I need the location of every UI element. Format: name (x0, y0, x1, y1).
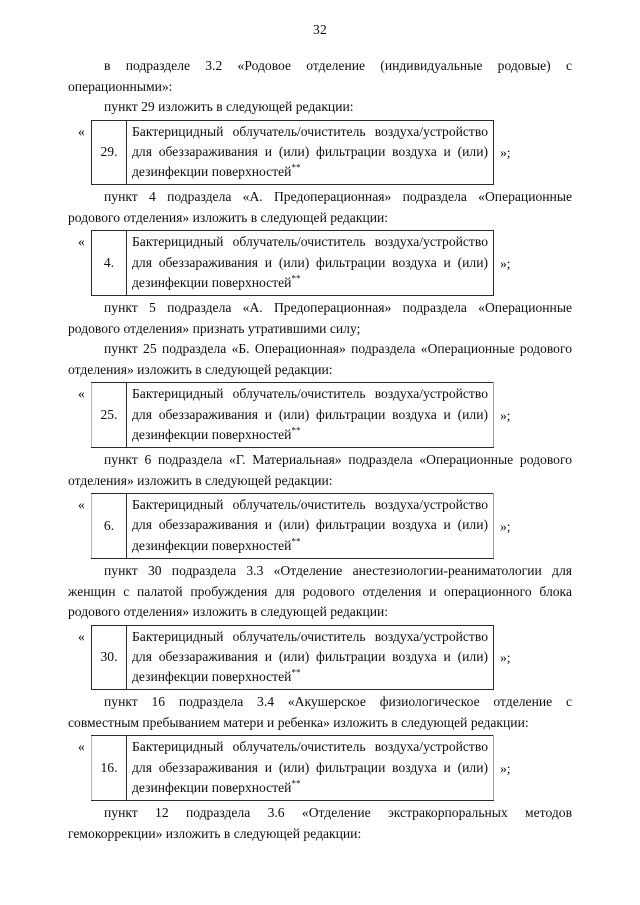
quote-open-mark: « (78, 234, 85, 250)
footnote-marker: ** (291, 667, 301, 678)
equipment-table-30: 30. Бактерицидный облучатель/очиститель … (91, 624, 494, 691)
item-number: 6. (103, 517, 115, 533)
quote-open-mark: « (78, 386, 85, 402)
equipment-table-6: 6. Бактерицидный облучатель/очиститель в… (91, 493, 494, 560)
equipment-table-4: 4. Бактерицидный облучатель/очиститель в… (91, 230, 494, 297)
table-row: 6. Бактерицидный облучатель/очиститель в… (91, 493, 494, 560)
footnote-marker: ** (291, 536, 301, 547)
quote-open-mark: « (78, 739, 85, 755)
quote-close-mark: »; (500, 761, 511, 777)
item-number: 30. (100, 649, 118, 665)
paragraph-lead-25: пункт 25 подраздела «Б. Операционная» по… (68, 341, 572, 377)
item-description-cell: Бактерицидный облучатель/очиститель возд… (126, 119, 494, 186)
item-number: 25. (100, 407, 118, 423)
paragraph-note-5: пункт 5 подраздела «А. Предоперационная»… (68, 300, 572, 336)
quote-open-mark: « (78, 497, 85, 513)
item-block-30: « 30. Бактерицидный облучатель/очистител… (68, 624, 572, 691)
quote-close-mark: »; (500, 145, 511, 161)
equipment-description: Бактерицидный облучатель/очиститель возд… (132, 123, 488, 180)
item-description-cell: Бактерицидный облучатель/очиститель возд… (126, 382, 494, 449)
paragraph-lead-16: пункт 16 подраздела 3.4 «Акушерское физи… (68, 694, 572, 730)
item-number-cell: 6. (91, 493, 127, 560)
quote-close-mark: »; (500, 408, 511, 424)
item-block-6: « 6. Бактерицидный облучатель/очиститель… (68, 493, 572, 560)
item-number-cell: 4. (91, 230, 127, 297)
item-description-cell: Бактерицидный облучатель/очиститель возд… (126, 493, 494, 560)
quote-close-mark: »; (500, 256, 511, 272)
paragraph-lead-30: пункт 30 подраздела 3.3 «Отделение анест… (68, 563, 572, 620)
item-number-cell: 30. (91, 624, 127, 691)
item-description-cell: Бактерицидный облучатель/очиститель возд… (126, 230, 494, 297)
paragraph-lead-4: пункт 4 подраздела «А. Предоперационная»… (68, 189, 572, 225)
equipment-description: Бактерицидный облучатель/очиститель возд… (132, 628, 488, 685)
quote-close-mark: »; (500, 518, 511, 534)
footnote-marker: ** (291, 425, 301, 436)
equipment-description: Бактерицидный облучатель/очиститель возд… (132, 234, 488, 290)
item-block-25: « 25. Бактерицидный облучатель/очистител… (68, 382, 572, 449)
page-number: 32 (312, 22, 328, 37)
item-number: 29. (100, 144, 118, 160)
equipment-description: Бактерицидный облучатель/очиститель возд… (132, 497, 488, 553)
quote-open-mark: « (78, 628, 85, 644)
table-row: 16. Бактерицидный облучатель/очиститель … (91, 735, 494, 802)
paragraph-lead-29: пункт 29 изложить в следующей редакции: (104, 99, 354, 114)
item-block-29: « 29. Бактерицидный облучатель/очистител… (68, 119, 572, 186)
equipment-table-25: 25. Бактерицидный облучатель/очиститель … (91, 382, 494, 449)
table-row: 29. Бактерицидный облучатель/очиститель … (91, 119, 494, 186)
paragraph-lead-6: пункт 6 подраздела «Г. Материальная» под… (68, 452, 572, 488)
item-number: 4. (103, 255, 115, 271)
item-block-16: « 16. Бактерицидный облучатель/очистител… (68, 735, 572, 802)
equipment-table-16: 16. Бактерицидный облучатель/очиститель … (91, 735, 494, 802)
paragraph-lead-12: пункт 12 подраздела 3.6 «Отделение экстр… (68, 805, 572, 841)
paragraph-intro: в подразделе 3.2 «Родовое отделение (инд… (68, 58, 572, 94)
item-number-cell: 16. (91, 735, 127, 802)
table-row: 30. Бактерицидный облучатель/очиститель … (91, 624, 494, 691)
equipment-table-29: 29. Бактерицидный облучатель/очиститель … (91, 119, 494, 186)
quote-open-mark: « (78, 123, 85, 139)
equipment-description: Бактерицидный облучатель/очиститель возд… (132, 386, 488, 442)
quote-close-mark: »; (500, 650, 511, 666)
item-number-cell: 25. (91, 382, 127, 449)
table-row: 4. Бактерицидный облучатель/очиститель в… (91, 230, 494, 297)
item-number-cell: 29. (91, 119, 127, 186)
item-number: 16. (100, 760, 118, 776)
table-row: 25. Бактерицидный облучатель/очиститель … (91, 382, 494, 449)
item-description-cell: Бактерицидный облучатель/очиститель возд… (126, 735, 494, 802)
footnote-marker: ** (291, 162, 301, 173)
item-block-4: « 4. Бактерицидный облучатель/очиститель… (68, 230, 572, 297)
footnote-marker: ** (291, 778, 301, 789)
footnote-marker: ** (291, 273, 301, 284)
item-description-cell: Бактерицидный облучатель/очиститель возд… (126, 624, 494, 691)
equipment-description: Бактерицидный облучатель/очиститель возд… (132, 739, 488, 796)
